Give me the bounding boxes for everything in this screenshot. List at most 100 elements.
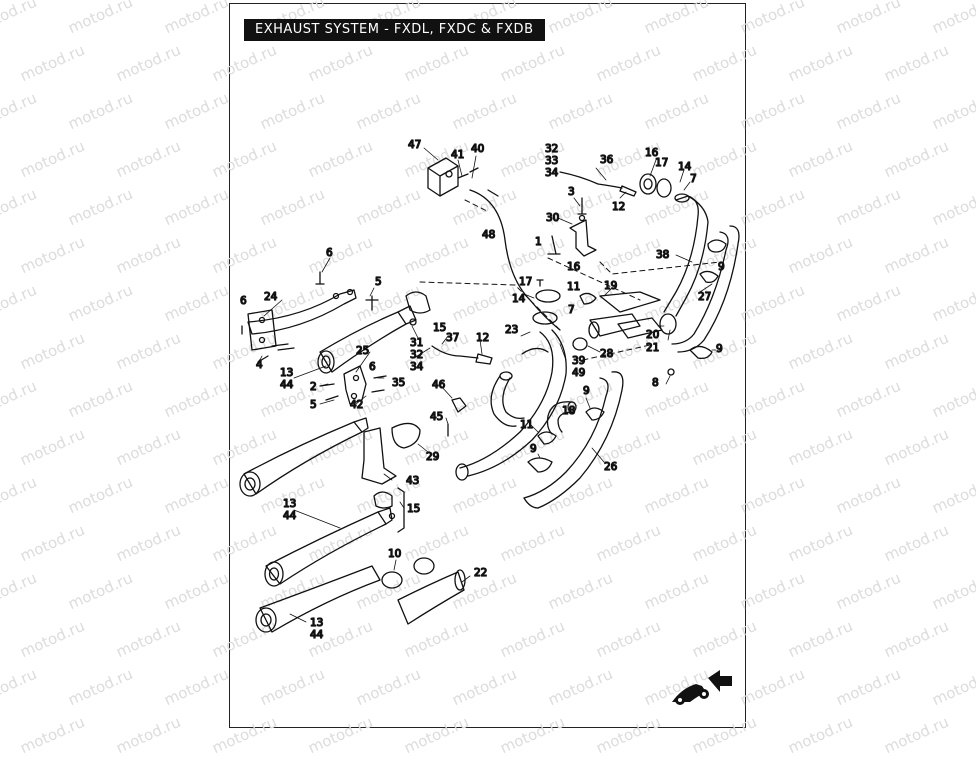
diagram-title: EXHAUST SYSTEM - FXDL, FXDC & FXDB	[244, 19, 545, 41]
callout-41: 41	[451, 149, 464, 161]
callout-2: 2	[310, 381, 317, 393]
bracket-30	[569, 197, 597, 257]
callout-9a: 9	[718, 261, 725, 273]
callout-32: 32	[545, 143, 558, 155]
callout-6c: 6	[369, 361, 376, 373]
callout-38: 38	[656, 249, 669, 261]
clamp-9d	[527, 457, 553, 473]
sensor-cable	[469, 189, 561, 331]
callout-6a: 6	[326, 247, 333, 259]
rear-flange	[535, 289, 561, 303]
callout-1: 1	[535, 236, 542, 248]
callout-22: 22	[474, 567, 487, 579]
callout-29: 29	[426, 451, 439, 463]
clamp-9b	[689, 345, 713, 360]
callout-44a: 44	[280, 379, 294, 391]
callout-30: 30	[546, 212, 559, 224]
callout-4: 4	[256, 359, 263, 371]
callout-31: 31	[410, 337, 423, 349]
callout-35: 35	[392, 377, 405, 389]
callout-28: 28	[600, 348, 613, 360]
callout-36: 36	[600, 154, 614, 166]
lower-muffler	[264, 487, 405, 587]
clamp-10b	[413, 557, 435, 575]
callout-6b: 6	[240, 295, 247, 307]
callout-15a: 15	[433, 322, 446, 334]
callout-14: 14	[678, 161, 692, 173]
callout-47: 47	[408, 139, 421, 151]
callout-37: 37	[446, 332, 459, 344]
front-o2-sensor	[559, 171, 637, 197]
callout-23: 23	[505, 324, 518, 336]
callout-25: 25	[356, 345, 369, 357]
next-page-arrow-icon[interactable]	[668, 662, 734, 708]
callout-40: 40	[471, 143, 484, 155]
middle-muffler	[239, 417, 369, 497]
clamp-9c	[585, 407, 605, 421]
o2-sensor-module	[427, 157, 479, 197]
callout-7b: 7	[568, 304, 575, 316]
support-bracket-24	[241, 271, 357, 363]
rear-o2-sensor	[431, 345, 493, 365]
bolt-5a	[365, 295, 379, 311]
rear-heat-shield	[523, 371, 624, 509]
callout-9d: 9	[530, 443, 537, 455]
front-header-pipe	[663, 193, 709, 317]
callout-9b: 9	[716, 343, 723, 355]
callout-17b: 17	[519, 276, 532, 288]
crossover-pipe	[588, 291, 677, 339]
callout-46: 46	[432, 379, 446, 391]
callout-13c: 13	[310, 617, 323, 629]
callout-20: 20	[646, 329, 659, 341]
bottom-muffler	[255, 565, 381, 633]
callout-21: 21	[646, 342, 659, 354]
callout-42: 42	[350, 399, 363, 411]
end-cap-22	[397, 569, 466, 625]
curved-pipe-a	[490, 375, 517, 427]
nut-upper	[409, 318, 417, 326]
callout-11b: 11	[520, 419, 533, 431]
muffler-mount-43	[361, 422, 421, 485]
bracket-46	[451, 397, 467, 413]
bolt-1	[547, 235, 561, 255]
callout-26: 26	[604, 461, 618, 473]
callout-49: 49	[572, 367, 585, 379]
exhaust-exploded-view: 47 41 40 48 32 33 34 36 16 17 14 7 3 12 …	[239, 138, 740, 642]
elbow-18	[546, 401, 573, 435]
callout-19: 19	[604, 280, 617, 292]
callout-16b: 16	[567, 261, 581, 273]
connector-28	[572, 337, 588, 351]
front-heat-shield	[671, 225, 740, 353]
callout-39: 39	[572, 355, 585, 367]
callout-48: 48	[482, 229, 495, 241]
callout-33: 33	[545, 155, 558, 167]
callout-11a: 11	[567, 281, 580, 293]
callout-44c: 44	[310, 629, 324, 641]
callout-15b: 15	[407, 503, 420, 515]
callout-12: 12	[612, 201, 625, 213]
callout-13a: 13	[280, 367, 293, 379]
callout-18: 18	[562, 405, 575, 417]
flange-front	[656, 178, 672, 198]
callout-43: 43	[406, 475, 419, 487]
callout-14b: 14	[512, 293, 526, 305]
callout-27: 27	[698, 291, 711, 303]
callout-8: 8	[652, 377, 659, 389]
clamp-9a	[707, 239, 727, 253]
callout-44b: 44	[283, 510, 297, 522]
callout-16: 16	[645, 147, 659, 159]
assembly-guide-lines	[419, 199, 721, 361]
callout-17: 17	[655, 157, 668, 169]
callout-5a: 5	[375, 276, 382, 288]
callout-34b: 34	[410, 361, 424, 373]
callout-34: 34	[545, 167, 559, 179]
callout-9c: 9	[583, 385, 590, 397]
diagram-frame	[229, 3, 746, 728]
callout-5b: 5	[310, 399, 317, 411]
clamp-10a	[381, 571, 403, 589]
leader-lines	[257, 147, 717, 623]
callout-13b: 13	[283, 498, 296, 510]
callout-7: 7	[690, 173, 697, 185]
callout-3: 3	[568, 186, 575, 198]
rear-header-pipe	[455, 329, 567, 481]
